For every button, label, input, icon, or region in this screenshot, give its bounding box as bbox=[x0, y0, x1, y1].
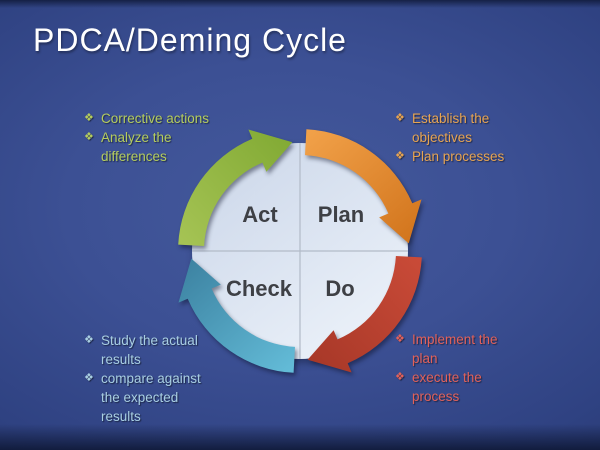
diamond-bullet-icon: ❖ bbox=[84, 131, 94, 143]
diamond-bullet-icon: ❖ bbox=[84, 112, 94, 124]
plan-arrow bbox=[305, 129, 422, 244]
diamond-bullet-icon: ❖ bbox=[84, 334, 94, 346]
diamond-bullet-icon: ❖ bbox=[84, 372, 94, 384]
annotation-text: Corrective actions bbox=[101, 111, 210, 126]
do-arrow bbox=[307, 256, 422, 373]
quadrant-label-do: Do bbox=[325, 276, 354, 301]
act-arrow bbox=[178, 129, 293, 246]
slide-title: PDCA/Deming Cycle bbox=[33, 22, 347, 58]
bullet-item: ❖ Corrective actions bbox=[84, 109, 254, 128]
bullet-item: ❖ Plan processes bbox=[395, 147, 545, 166]
diamond-bullet-icon: ❖ bbox=[395, 333, 405, 345]
diamond-bullet-icon: ❖ bbox=[395, 371, 405, 383]
diamond-bullet-icon: ❖ bbox=[395, 112, 405, 124]
quadrant-label-check: Check bbox=[226, 276, 293, 301]
diamond-bullet-icon: ❖ bbox=[395, 150, 405, 162]
quadrant-label-act: Act bbox=[242, 202, 278, 227]
check-arrow bbox=[178, 258, 295, 373]
annotation-text: Plan processes bbox=[412, 149, 505, 164]
quadrant-label-plan: Plan bbox=[318, 202, 364, 227]
